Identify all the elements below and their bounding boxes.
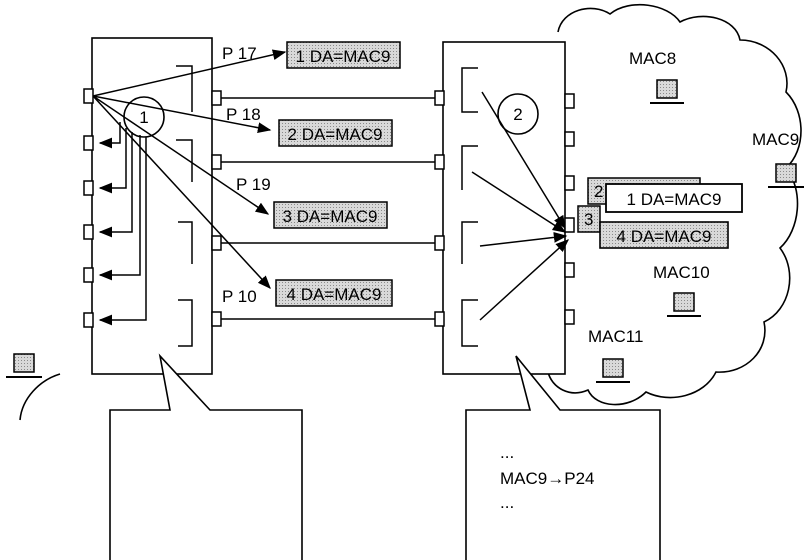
stack-label-2: 2 — [594, 182, 603, 201]
stack-label-top: 1 DA=MAC9 — [627, 190, 722, 209]
switch-1-brackets — [176, 65, 193, 347]
flood-arrows — [92, 49, 287, 326]
stack-frame-top — [605, 183, 743, 213]
step-circle-1-label: 1 — [139, 108, 148, 127]
left-cloud-edge — [19, 373, 61, 421]
frame-box-4 — [275, 279, 393, 307]
host-label-mac9: MAC9 — [752, 130, 799, 149]
mac-table-ellipsis-bottom: ... — [500, 493, 514, 512]
port-label-p10: P 10 — [222, 287, 257, 306]
computer-icon-mac11 — [596, 358, 630, 383]
host-label-mac11: MAC11 — [588, 327, 643, 346]
stack-label-bottom: 4 DA=MAC9 — [617, 227, 712, 246]
switch-2-right-ports — [564, 93, 575, 325]
port-label-p19: P 19 — [236, 175, 271, 194]
mac-table-ellipsis-top: ... — [500, 443, 514, 462]
stack-frame-bottom — [599, 221, 729, 249]
switch-2 — [442, 41, 566, 375]
switch-2-brackets — [461, 67, 478, 347]
inter-switch-links — [221, 97, 435, 320]
frame-label-2: 2 DA=MAC9 — [288, 125, 383, 144]
step-circle-2-label: 2 — [513, 105, 522, 124]
converge-arrows — [471, 91, 569, 321]
step-circle-2 — [497, 93, 539, 135]
frame-label-4: 4 DA=MAC9 — [287, 285, 382, 304]
stack-label-3: 3 — [584, 210, 593, 229]
host-label-mac8: MAC8 — [629, 49, 676, 68]
frame-box-2 — [278, 119, 393, 147]
frame-label-3: 3 DA=MAC9 — [283, 207, 378, 226]
switch-1-left-ports — [83, 88, 94, 328]
switch-1-right-ports — [211, 90, 222, 327]
network-cloud — [547, 3, 802, 406]
computer-icon-left — [6, 353, 42, 378]
host-label-mac10: MAC10 — [653, 263, 710, 282]
stack-frame-3 — [577, 205, 601, 233]
computer-icon-mac10 — [667, 292, 701, 317]
computer-icon-mac8 — [650, 79, 684, 104]
callout-switch-2 — [465, 355, 661, 560]
switch-2-left-ports — [434, 90, 445, 327]
port-label-p18: P 18 — [226, 105, 261, 124]
frame-box-3 — [273, 201, 388, 229]
frame-label-1: 1 DA=MAC9 — [296, 47, 391, 66]
frame-box-1 — [286, 41, 401, 69]
mac-table-entry: MAC9→P24 — [500, 469, 594, 488]
computer-icon-mac9 — [768, 163, 804, 188]
callout-switch-1 — [109, 353, 303, 560]
port-label-p17: P 17 — [222, 44, 257, 63]
